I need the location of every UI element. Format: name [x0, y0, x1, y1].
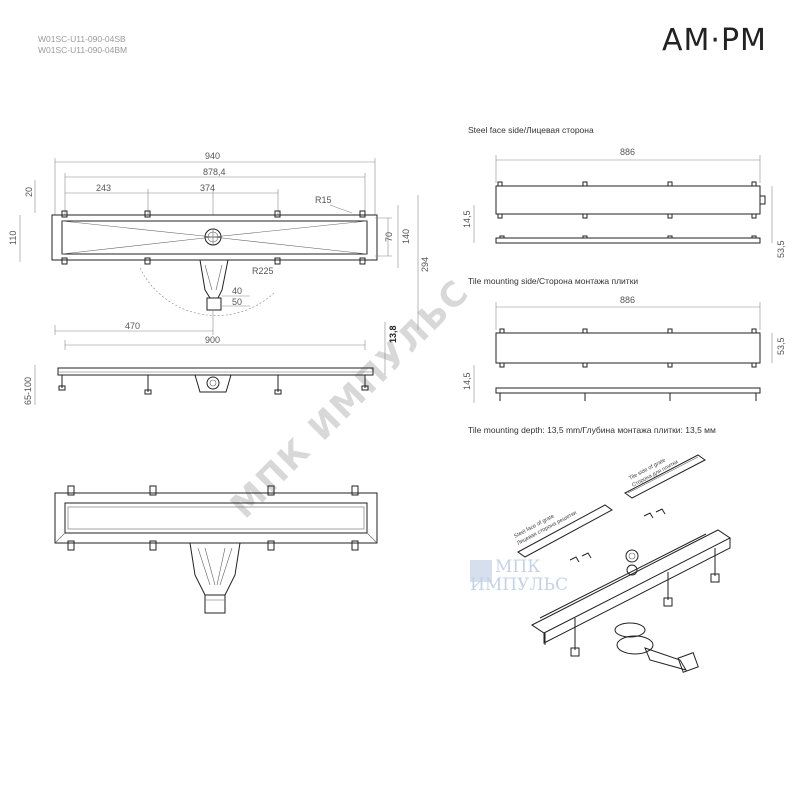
steel-width-dim: 886 — [620, 147, 635, 157]
steel-depth-dim: 14,5 — [462, 210, 472, 228]
side-view-drawing: 65-100 13,8 — [23, 322, 398, 405]
tile-width-dim: 886 — [620, 295, 635, 305]
steel-height-dim: 53,5 — [776, 240, 786, 258]
tile-depth-note: Tile mounting depth: 13,5 mm/Глубина мон… — [468, 425, 716, 435]
steel-face-title: Steel face side/Лицевая сторона — [468, 125, 594, 135]
tile-height-dim: 53,5 — [776, 337, 786, 355]
dim-110: 110 — [8, 231, 18, 245]
exploded-view-drawing: Tile side of grate Сторона для плитки St… — [513, 454, 731, 673]
watermark-logo-line2: ИМПУЛЬС — [470, 575, 568, 595]
dim-294: 294 — [420, 257, 430, 272]
ampm-logo: AM·PM — [662, 23, 767, 58]
watermark-logo-mark — [470, 560, 492, 582]
dim-20: 20 — [24, 187, 34, 197]
watermark-text: МПК ИМПУЛЬС — [223, 272, 478, 527]
dim-70: 70 — [384, 232, 394, 242]
dim-470: 470 — [125, 321, 140, 331]
dim-243: 243 — [96, 183, 111, 193]
dim-50: 50 — [232, 297, 242, 307]
product-code-2: W01SC-U11-090-04BM — [38, 45, 127, 55]
dim-65-100: 65-100 — [23, 377, 33, 405]
perspective-view-drawing — [54, 485, 378, 614]
watermark-logo-line1: МПК — [495, 557, 540, 577]
product-code-1: W01SC-U11-090-04SB — [38, 34, 126, 44]
dim-13-8: 13,8 — [388, 325, 398, 343]
dim-878: 878,4 — [203, 167, 226, 177]
tile-depth-dim: 14,5 — [462, 372, 472, 390]
tile-side-title: Tile mounting side/Сторона монтажа плитк… — [468, 276, 638, 286]
dim-r15: R15 — [315, 195, 332, 205]
dim-940: 940 — [205, 151, 220, 161]
dim-140: 140 — [401, 229, 411, 244]
top-view-drawing: 940 878,4 243 374 20 110 R15 — [8, 151, 430, 350]
dim-40: 40 — [232, 286, 242, 296]
dim-900: 900 — [205, 335, 220, 345]
dim-374: 374 — [200, 183, 215, 193]
dim-r225: R225 — [252, 266, 274, 276]
steel-face-view: Steel face side/Лицевая сторона 886 14,5… — [462, 125, 786, 258]
tile-side-view: Tile mounting side/Сторона монтажа плитк… — [462, 276, 786, 403]
